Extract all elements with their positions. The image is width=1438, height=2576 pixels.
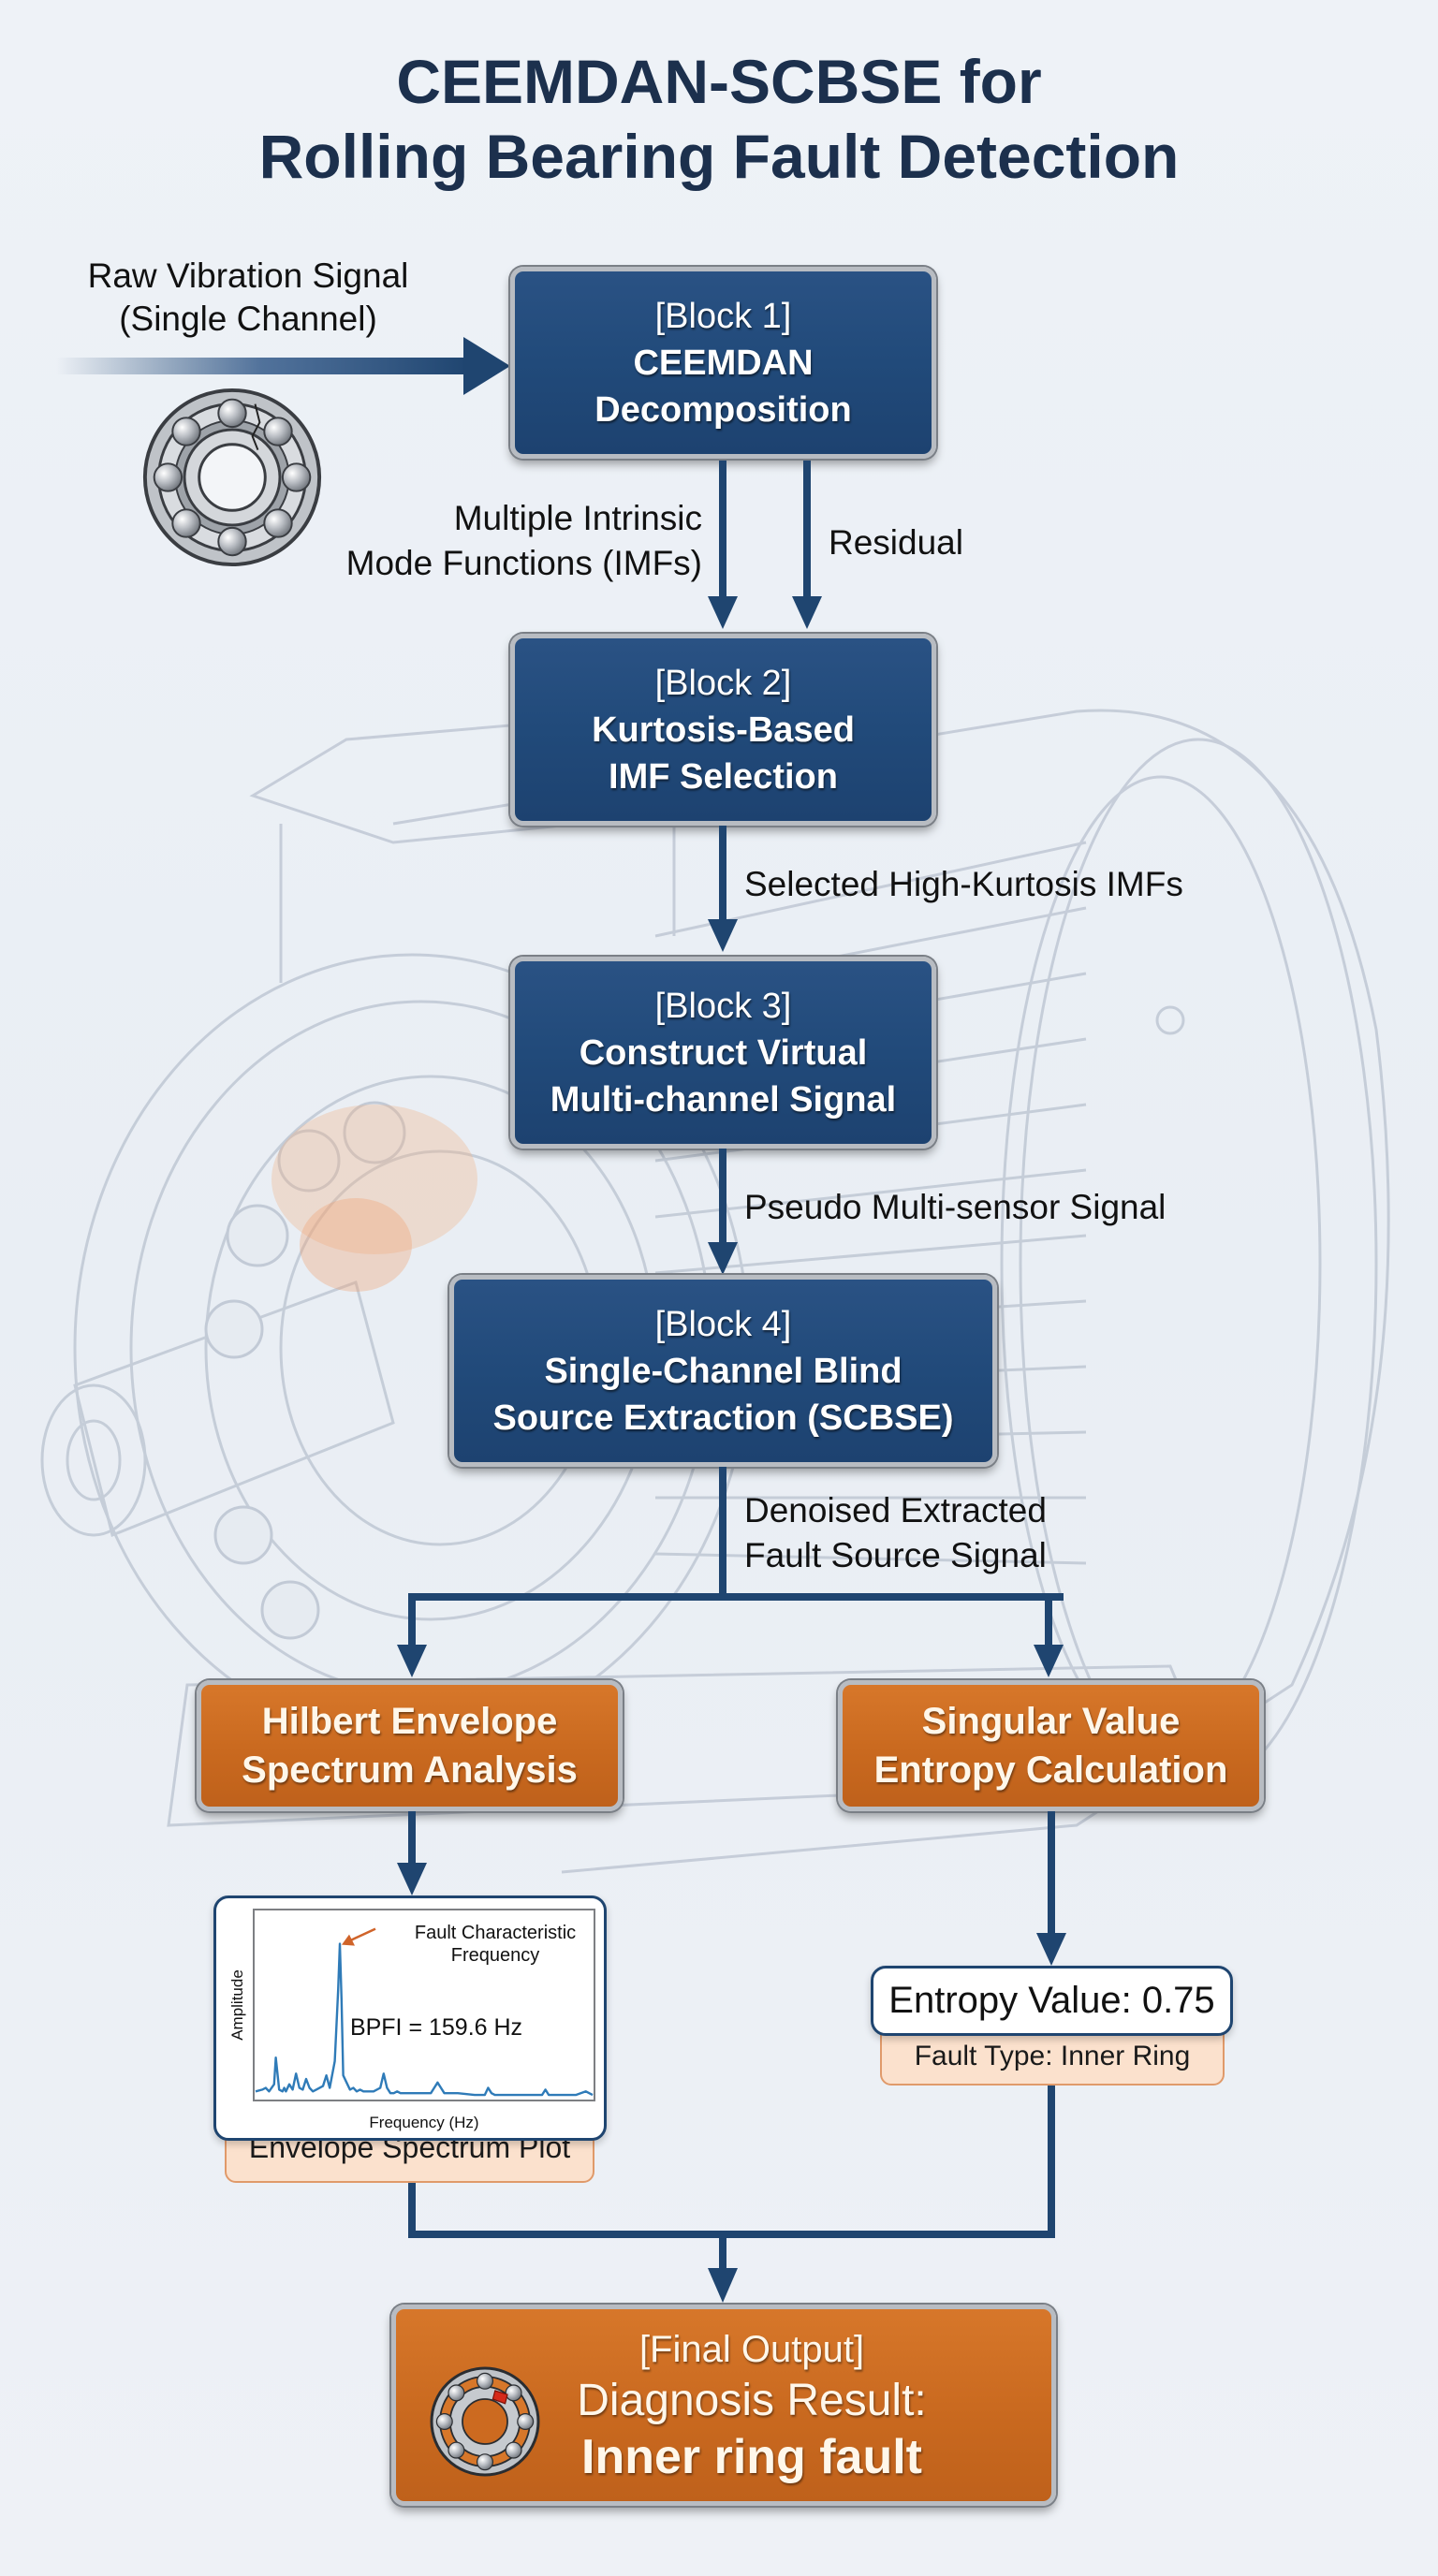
block-4-title-line1: Single-Channel Blind bbox=[544, 1351, 902, 1391]
block-1-tag: [Block 1] bbox=[654, 296, 792, 336]
imfs-label-line1: Multiple Intrinsic bbox=[453, 499, 702, 537]
imfs-label-line2: Mode Functions (IMFs) bbox=[345, 544, 702, 582]
hilbert-title-line2: Spectrum Analysis bbox=[242, 1749, 578, 1791]
y-axis-label: Amplitude bbox=[228, 1969, 246, 2041]
diagnosis-result-value: Inner ring fault bbox=[581, 2429, 922, 2484]
block-1-title-line2: Decomposition bbox=[594, 389, 852, 430]
final-output-tag: [Final Output] bbox=[638, 2328, 865, 2370]
split-left-head bbox=[397, 1645, 427, 1677]
denoised-label-line1: Denoised Extracted bbox=[744, 1491, 1047, 1530]
entropy-calculation-block[interactable]: Singular Value Entropy Calculation bbox=[838, 1680, 1264, 1811]
denoised-label-line2: Fault Source Signal bbox=[744, 1536, 1047, 1574]
split-right-shaft bbox=[1045, 1593, 1052, 1649]
arrow-hilbert-to-spectrum bbox=[397, 1811, 427, 1895]
spectrum-line bbox=[255, 1942, 594, 2097]
split-stem bbox=[719, 1467, 726, 1601]
split-right-head bbox=[1034, 1645, 1064, 1677]
merge-connector bbox=[408, 2086, 1055, 2303]
block-1-ceemdan[interactable]: [Block 1] CEEMDAN Decomposition bbox=[510, 267, 936, 459]
block-1-title-line1: CEEMDAN bbox=[633, 343, 814, 383]
block-4-scbse[interactable]: [Block 4] Single-Channel Blind Source Ex… bbox=[449, 1275, 997, 1467]
envelope-spectrum-chart: Amplitude Frequency (Hz) Fault Character… bbox=[228, 1909, 595, 2131]
block-2-kurtosis-selection[interactable]: [Block 2] Kurtosis-Based IMF Selection bbox=[510, 634, 936, 826]
page-title-line2: Rolling Bearing Fault Detection bbox=[258, 122, 1180, 191]
imfs-arrow-shaft bbox=[719, 461, 726, 601]
fault-marker bbox=[492, 2390, 508, 2405]
entropy-value-card: Entropy Value: 0.75 bbox=[871, 1966, 1233, 2036]
split-left-shaft bbox=[408, 1593, 416, 1649]
residual-label: Residual bbox=[829, 523, 963, 562]
faulty-bearing-icon bbox=[430, 2366, 540, 2477]
block-3-tag: [Block 3] bbox=[654, 986, 792, 1026]
block-2-tag: [Block 2] bbox=[654, 663, 792, 703]
entropy-title-line2: Entropy Calculation bbox=[873, 1749, 1228, 1791]
final-output-block[interactable]: [Final Output] Diagnosis Result: Inner r… bbox=[391, 2305, 1056, 2506]
merge-horizontal bbox=[408, 2231, 1055, 2238]
x-axis-label: Frequency (Hz) bbox=[369, 2114, 478, 2131]
annotation-arrow-head bbox=[342, 1934, 355, 1946]
denoised-signal-label: Denoised Extracted Fault Source Signal bbox=[744, 1488, 1047, 1578]
diagnosis-result-label: Diagnosis Result: bbox=[577, 2375, 927, 2425]
merge-right-shaft bbox=[1048, 2086, 1055, 2237]
input-signal-label-line1: Raw Vibration Signal bbox=[87, 256, 409, 295]
page-title-line1: CEEMDAN-SCBSE for bbox=[396, 47, 1042, 116]
hilbert-title-line1: Hilbert Envelope bbox=[261, 1701, 558, 1742]
residual-arrow-shaft bbox=[803, 461, 811, 601]
residual-arrow-head bbox=[792, 596, 822, 629]
input-signal-label: Raw Vibration Signal (Single Channel) bbox=[75, 255, 421, 341]
arrow-block2-to-block3 bbox=[708, 826, 738, 952]
hilbert-envelope-block[interactable]: Hilbert Envelope Spectrum Analysis bbox=[197, 1680, 623, 1811]
entropy-title-line1: Singular Value bbox=[921, 1701, 1181, 1742]
envelope-spectrum-card: Amplitude Frequency (Hz) Fault Character… bbox=[213, 1895, 607, 2141]
arrows-block1-to-block2 bbox=[708, 461, 822, 629]
imfs-label: Multiple Intrinsic Mode Functions (IMFs) bbox=[309, 496, 702, 586]
annotation-text-line1: Fault Characteristic bbox=[415, 1923, 576, 1943]
block-4-tag: [Block 4] bbox=[654, 1304, 792, 1344]
block-3-title-line1: Construct Virtual bbox=[579, 1032, 868, 1073]
annotation-arrow-shaft bbox=[348, 1927, 376, 1942]
bearing-icon bbox=[142, 388, 322, 567]
block-2-title-line2: IMF Selection bbox=[609, 756, 838, 797]
block-3-virtual-multichannel[interactable]: [Block 3] Construct Virtual Multi-channe… bbox=[510, 957, 936, 1149]
plot-frame bbox=[253, 1909, 595, 2101]
merge-stem bbox=[719, 2231, 726, 2273]
block-4-title-line2: Source Extraction (SCBSE) bbox=[492, 1398, 954, 1438]
split-horizontal bbox=[408, 1593, 1064, 1601]
merge-head bbox=[708, 2268, 738, 2303]
annotation-text-line2: Frequency bbox=[451, 1945, 540, 1966]
block-2-title-line1: Kurtosis-Based bbox=[592, 710, 855, 750]
input-signal-label-line2: (Single Channel) bbox=[119, 300, 377, 338]
branch-split-connector bbox=[397, 1467, 1064, 1677]
arrow-entropy-to-value bbox=[1036, 1811, 1066, 1966]
pseudo-signal-label: Pseudo Multi-sensor Signal bbox=[744, 1188, 1167, 1226]
merge-left-shaft bbox=[408, 2183, 416, 2237]
arrow-block3-to-block4 bbox=[708, 1149, 738, 1275]
selected-imfs-label: Selected High-Kurtosis IMFs bbox=[744, 865, 1183, 903]
input-arrow bbox=[56, 337, 510, 395]
imfs-arrow-head bbox=[708, 596, 738, 629]
block-3-title-line2: Multi-channel Signal bbox=[550, 1079, 897, 1120]
bpfi-value-label: BPFI = 159.6 Hz bbox=[350, 2014, 522, 2041]
